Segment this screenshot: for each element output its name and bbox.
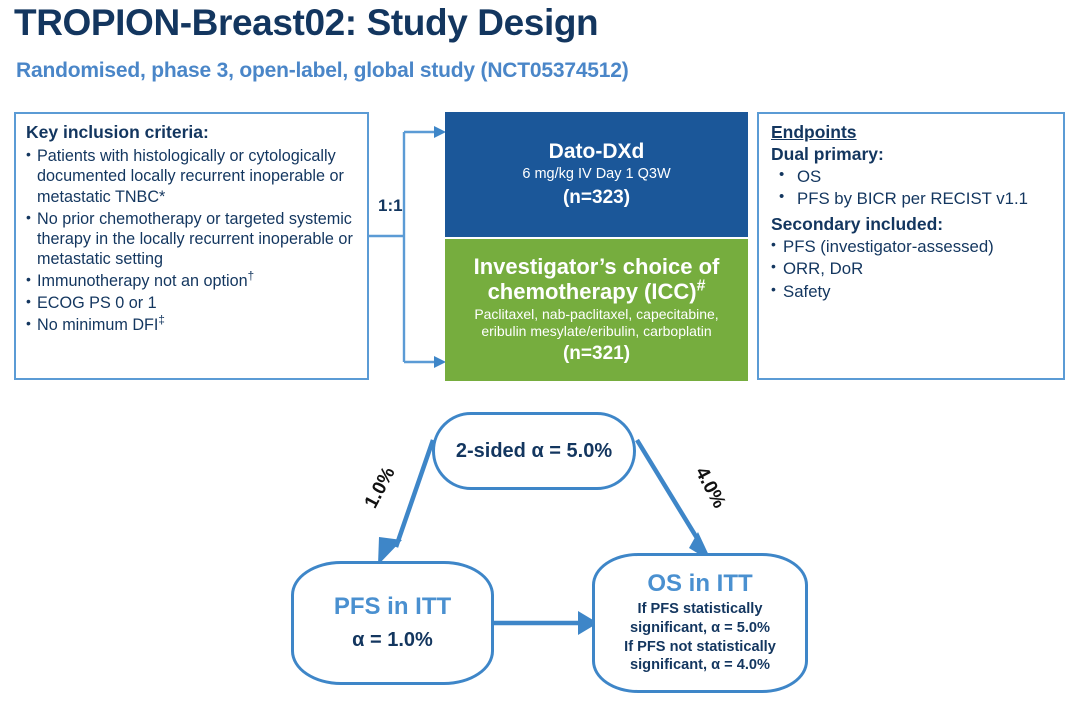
node-condition-line: significant, α = 5.0% [630, 620, 770, 637]
list-item: OS [771, 165, 1057, 189]
node-condition-line: significant, α = 4.0% [630, 657, 770, 674]
inclusion-criteria-heading: Key inclusion criteria: [26, 122, 209, 142]
node-title: OS in ITT [647, 569, 753, 597]
edge-alpha-to-os [635, 438, 702, 545]
list-item: ECOG PS 0 or 1 [26, 293, 359, 313]
list-item: PFS (investigator-assessed) [771, 235, 1057, 259]
page-title: TROPION-Breast02: Study Design [14, 2, 599, 43]
list-item: No minimum DFI‡ [26, 314, 359, 335]
secondary-endpoints-list: PFS (investigator-assessed) ORR, DoR Saf… [771, 235, 1057, 304]
arrow-head-icc [434, 356, 446, 368]
list-item: ORR, DoR [771, 257, 1057, 281]
arrow-head-dato [434, 126, 446, 138]
secondary-endpoints-label: Secondary included: [771, 213, 944, 234]
arm-dose: Paclitaxel, nab-paclitaxel, capecitabine… [474, 306, 719, 339]
node-pfs-in-itt: PFS in ITT α = 1.0% [291, 561, 494, 685]
list-item: No prior chemotherapy or targeted system… [26, 209, 359, 270]
arrow-head-pfs [378, 537, 402, 565]
treatment-arm-dato-dxd: Dato-DXd 6 mg/kg IV Day 1 Q3W (n=323) [445, 112, 748, 237]
arm-name: Dato-DXd [548, 140, 645, 164]
arm-dose: 6 mg/kg IV Day 1 Q3W [522, 166, 671, 183]
list-item: Patients with histologically or cytologi… [26, 146, 359, 207]
inclusion-criteria-list: Patients with histologically or cytologi… [26, 146, 359, 336]
endpoints-heading: Endpoints [771, 122, 857, 142]
primary-endpoints-list: OS PFS by BICR per RECIST v1.1 [771, 165, 1057, 211]
list-item: Safety [771, 280, 1057, 304]
list-item: PFS by BICR per RECIST v1.1 [771, 187, 1057, 211]
arm-sample-size: (n=321) [562, 342, 631, 364]
node-condition-line: If PFS not statistically [624, 638, 776, 655]
page-subtitle: Randomised, phase 3, open-label, global … [16, 59, 629, 82]
randomisation-ratio-label: 1:1 [378, 196, 403, 215]
node-alpha-value: α = 1.0% [352, 629, 433, 652]
edge-alpha-to-pfs [393, 439, 436, 548]
primary-endpoints-label: Dual primary: [771, 144, 884, 164]
list-item: Immunotherapy not an option† [26, 271, 359, 291]
node-condition-line: If PFS statistically [637, 601, 763, 618]
node-os-in-itt: OS in ITT If PFS statistically significa… [592, 553, 808, 693]
inclusion-criteria-panel: Key inclusion criteria: Patients with hi… [14, 112, 369, 380]
node-two-sided-alpha: 2-sided α = 5.0% [432, 412, 636, 490]
node-title: PFS in ITT [333, 592, 452, 620]
endpoints-panel: Endpoints Dual primary: OS PFS by BICR p… [757, 112, 1065, 380]
node-alpha-conditions: If PFS statistically significant, α = 5.… [624, 600, 776, 675]
arm-sample-size: (n=323) [562, 186, 631, 208]
arrow-head-pfs-to-os [578, 611, 598, 635]
node-label: 2-sided α = 5.0% [455, 439, 613, 462]
